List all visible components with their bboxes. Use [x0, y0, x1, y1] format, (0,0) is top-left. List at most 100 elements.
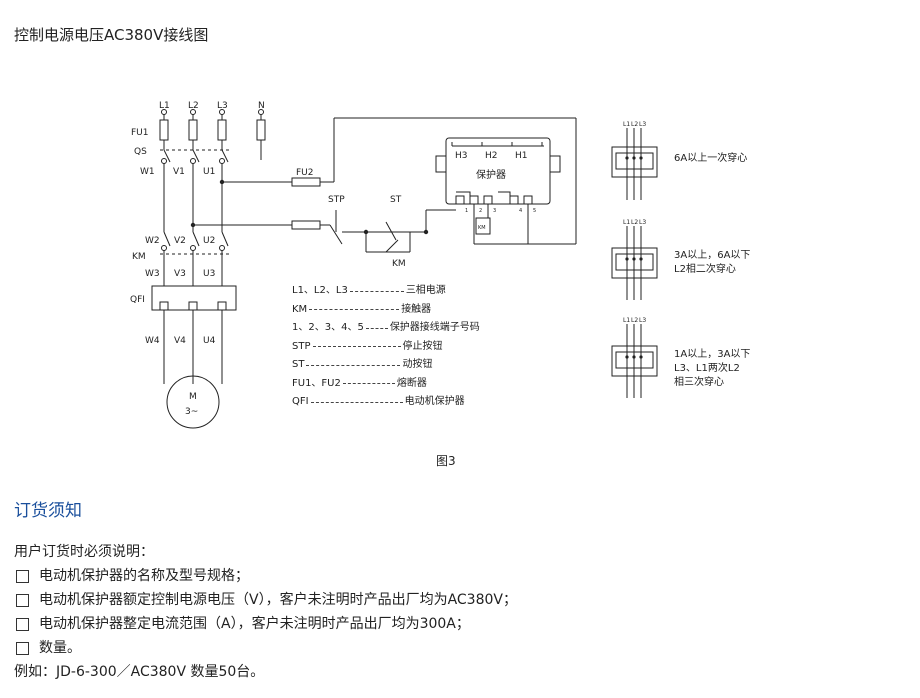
order-item-text: 电动机保护器额定控制电源电压（V），客户未注明时产品出厂均为AC380V；: [39, 592, 517, 608]
legend-desc: 三相电源: [405, 285, 446, 297]
order-example: 例如：JD-6-300／AC380V 数量50台。: [14, 664, 265, 680]
legend-key: QFI: [292, 396, 309, 408]
terminal-label: W4: [145, 336, 160, 346]
legend-desc: 电动机保护器: [404, 396, 465, 408]
order-item-text: 数量。: [39, 640, 81, 656]
terminal-label: V3: [174, 269, 186, 279]
legend-key: L1、L2、L3: [292, 285, 348, 297]
legend-row: ST 动按钮: [292, 356, 480, 375]
legend-leader: [306, 364, 401, 366]
terminal-label: V2: [174, 236, 186, 246]
legend-leader: [365, 327, 388, 329]
legend-row: L1、L2、L3 三相电源: [292, 282, 480, 301]
phase-label: L2: [188, 101, 199, 111]
ct-note: L3、L1两次L2: [674, 361, 740, 374]
st-label: ST: [390, 195, 402, 205]
order-item: 数量。: [14, 636, 904, 660]
protector-terminal-number: 4: [519, 208, 522, 214]
legend-leader: [312, 346, 401, 348]
ct-note: L2相二次穿心: [674, 262, 736, 275]
phase-label: N: [258, 101, 265, 111]
legend-desc: 熔断器: [396, 377, 427, 389]
legend-desc: 动按钮: [402, 359, 433, 371]
figure-caption: 图3: [436, 454, 456, 468]
order-item: 电动机保护器额定控制电源电压（V），客户未注明时产品出厂均为AC380V；: [14, 588, 904, 612]
km-label: KM: [132, 252, 146, 262]
terminal-label: U3: [203, 269, 215, 279]
protector-terminal-label: H1: [515, 151, 528, 161]
terminal-label: V1: [173, 167, 185, 177]
ct-note: 3A以上，6A以下: [674, 249, 750, 261]
protector-label: 保护器: [476, 168, 506, 181]
phase-label: L3: [217, 101, 228, 111]
terminal-label: W3: [145, 269, 160, 279]
km-coil-label: KM: [392, 259, 406, 269]
ct-note: 相三次穿心: [674, 375, 724, 388]
phase-label: L1: [159, 101, 170, 111]
legend-row: QFI 电动机保护器: [292, 393, 480, 412]
legend-leader: [310, 401, 403, 403]
ct-phase-label: L2: [631, 121, 638, 128]
order-notes: 用户订货时必须说明： 电动机保护器的名称及型号规格； 电动机保护器额定控制电源电…: [14, 540, 904, 684]
ct-phase-label: L3: [639, 219, 646, 226]
legend-key: 1、2、3、4、5: [292, 322, 364, 334]
checkbox-icon: [16, 593, 29, 607]
stp-label: STP: [328, 195, 345, 205]
ct-phase-label: L1: [623, 219, 630, 226]
legend-key: KM: [292, 303, 308, 315]
wiring-diagram: L1 L2 L3 N FU1 QS W1 V1 U1 W2 V2 U2 KM W…: [130, 101, 750, 429]
km-small-label: KM: [478, 225, 486, 231]
checkbox-icon: [16, 641, 29, 655]
qs-label: QS: [134, 147, 147, 157]
legend-key: ST: [292, 359, 305, 371]
legend-row: KM 接触器: [292, 301, 480, 320]
legend-leader: [342, 383, 395, 385]
qfi-label: QFI: [130, 295, 145, 305]
order-item: 电动机保护器的名称及型号规格；: [14, 564, 904, 588]
wiring-diagram-svg: L1 L2 L3 N FU1 QS W1 V1 U1 W2 V2 U2 KM W…: [130, 101, 750, 429]
legend-row: FU1、FU2 熔断器: [292, 375, 480, 394]
legend: L1、L2、L3 三相电源 KM 接触器 1、2、3、4、5 保护器接线端子号码 ST…: [292, 282, 480, 412]
legend-leader: [309, 309, 400, 311]
checkbox-icon: [16, 569, 29, 583]
protector-terminal-label: H3: [455, 151, 468, 161]
legend-desc: 接触器: [401, 303, 432, 315]
section-title: 订货须知: [14, 501, 82, 521]
order-item-text: 电动机保护器整定电流范围（A），客户未注明时产品出厂均为300A；: [39, 616, 470, 632]
ct-phase-label: L1: [623, 317, 630, 324]
ct-note: 1A以上，3A以下: [674, 348, 750, 360]
order-item: 电动机保护器整定电流范围（A），客户未注明时产品出厂均为300A；: [14, 612, 904, 636]
ct-phase-label: L3: [639, 317, 646, 324]
ct-phase-label: L2: [631, 219, 638, 226]
legend-key: FU1、FU2: [292, 377, 341, 389]
legend-key: STP: [292, 340, 311, 352]
fu2-label: FU2: [296, 168, 314, 178]
order-intro: 用户订货时必须说明：: [14, 544, 154, 560]
motor-label: M: [189, 392, 197, 402]
ct-phase-label: L2: [631, 317, 638, 324]
legend-desc: 停止按钮: [402, 340, 443, 352]
protector-terminal-number: 5: [533, 208, 536, 214]
terminal-label: U2: [203, 236, 215, 246]
legend-leader: [349, 290, 404, 292]
fu1-label: FU1: [131, 128, 149, 138]
legend-row: 1、2、3、4、5 保护器接线端子号码: [292, 319, 480, 338]
ct-phase-label: L3: [639, 121, 646, 128]
terminal-label: V4: [174, 336, 186, 346]
ct-note: 6A以上一次穿心: [674, 151, 747, 164]
terminal-label: U4: [203, 336, 216, 346]
protector-terminal-number: 1: [465, 208, 468, 214]
protector-terminal-label: H2: [485, 151, 498, 161]
legend-desc: 保护器接线端子号码: [389, 322, 480, 334]
terminal-label: W2: [145, 236, 160, 246]
terminal-label: U1: [203, 167, 215, 177]
checkbox-icon: [16, 617, 29, 631]
protector-terminal-number: 3: [493, 208, 496, 214]
protector-terminal-number: 2: [479, 208, 482, 214]
legend-row: STP 停止按钮: [292, 338, 480, 357]
page-title: 控制电源电压AC380V接线图: [14, 26, 209, 44]
terminal-label: W1: [140, 167, 155, 177]
motor-label: 3~: [185, 407, 198, 417]
order-item-text: 电动机保护器的名称及型号规格；: [39, 568, 249, 584]
ct-phase-label: L1: [623, 121, 630, 128]
